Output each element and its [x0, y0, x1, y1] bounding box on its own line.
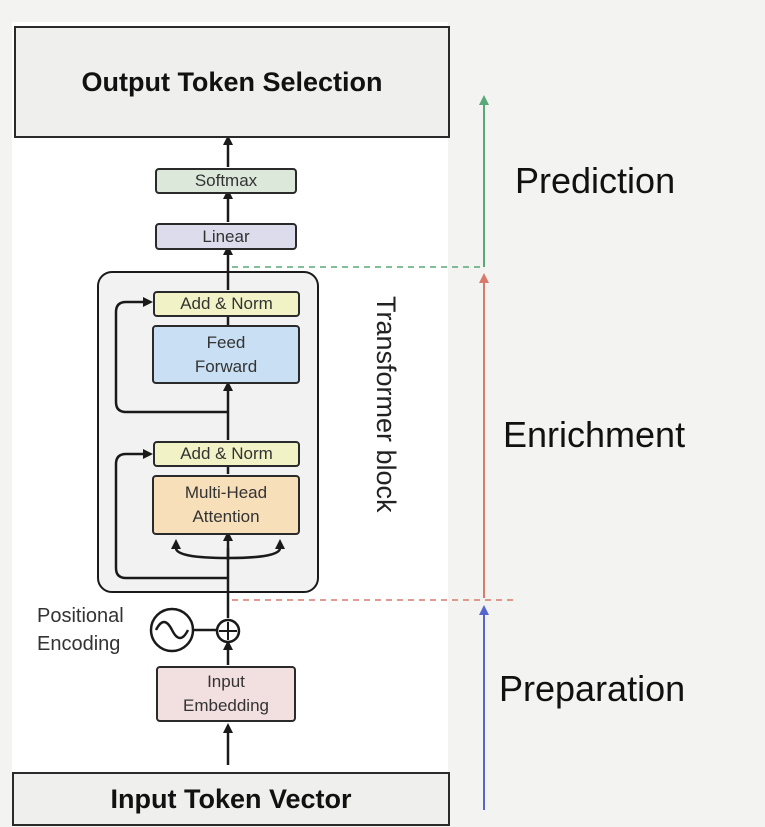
- linear-label: Linear: [202, 226, 250, 246]
- stage-label-prediction: Prediction: [515, 160, 676, 201]
- softmax-block: Softmax: [155, 168, 297, 194]
- add-norm-top-label: Add & Norm: [180, 294, 273, 313]
- transformer-block-label: Transformer block: [371, 296, 401, 513]
- stage-label-enrichment: Enrichment: [503, 414, 686, 455]
- multi-head-attention-block: Multi-Head Attention: [152, 475, 300, 535]
- softmax-label: Softmax: [194, 171, 258, 190]
- input-token-vector-box: Input Token Vector: [12, 772, 450, 826]
- add-norm-top-block: Add & Norm: [153, 291, 300, 317]
- transformer-block-frame: [97, 271, 319, 593]
- input-embedding-label: Input Embedding: [182, 672, 269, 715]
- input-embedding-block: Input Embedding: [156, 666, 296, 722]
- add-norm-bottom-label: Add & Norm: [180, 444, 273, 463]
- attention-label: Multi-Head Attention: [184, 483, 268, 526]
- output-token-selection-box: Output Token Selection: [14, 26, 450, 138]
- add-norm-bottom-block: Add & Norm: [153, 441, 300, 467]
- positional-encoding-label: Positional Encoding: [37, 605, 124, 655]
- input-title: Input Token Vector: [110, 783, 352, 814]
- feed-forward-block: Feed Forward: [152, 325, 300, 384]
- stage-label-preparation: Preparation: [499, 668, 686, 709]
- linear-block: Linear: [155, 223, 297, 250]
- output-title: Output Token Selection: [81, 66, 383, 97]
- feed-forward-label: Feed Forward: [194, 332, 258, 376]
